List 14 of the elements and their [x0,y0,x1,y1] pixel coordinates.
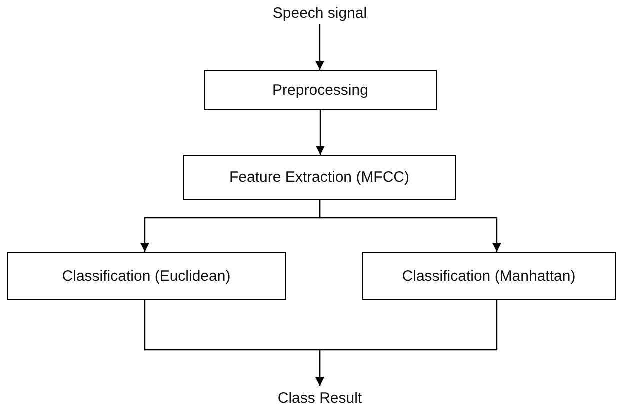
process-box [183,155,456,200]
flow-label: Speech signal [272,4,368,22]
arrow [316,300,498,386]
arrow [316,24,324,70]
process-box [362,252,616,300]
box-label: Classification (Manhattan) [402,268,576,284]
arrow [316,110,325,155]
process-box [7,252,286,300]
flow-label: Class Result [278,390,362,406]
box-label: Preprocessing [272,82,368,98]
box-label: Classification (Euclidean) [62,268,231,284]
box-label: Feature Extraction (MFCC) [229,169,410,186]
process-box [204,70,437,110]
arrow [319,200,502,252]
